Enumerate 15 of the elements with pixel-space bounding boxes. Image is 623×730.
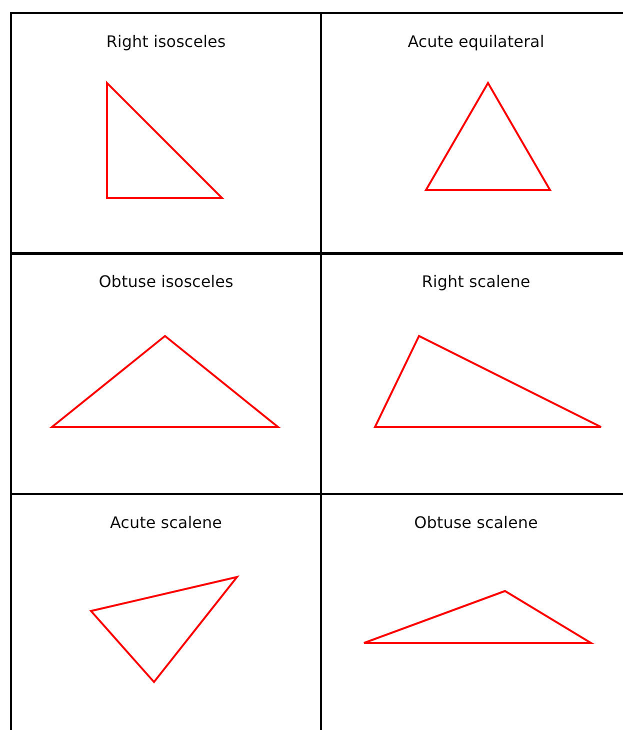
triangle (424, 81, 552, 191)
cell-heading: Obtuse scalene (414, 513, 538, 532)
cell-heading: Acute equilateral (408, 32, 544, 51)
triangle (89, 575, 240, 684)
cell-heading: Right scalene (422, 272, 530, 291)
grid-cell (320, 12, 623, 255)
grid-cell (10, 12, 322, 255)
triangle (106, 80, 224, 199)
triangle (363, 590, 595, 644)
cell-heading: Acute scalene (110, 513, 222, 532)
triangle (373, 334, 602, 428)
cell-heading: Obtuse isosceles (98, 272, 234, 291)
grid-cell (10, 252, 322, 495)
triangle (49, 334, 281, 428)
cell-heading: Right isosceles (106, 32, 226, 51)
